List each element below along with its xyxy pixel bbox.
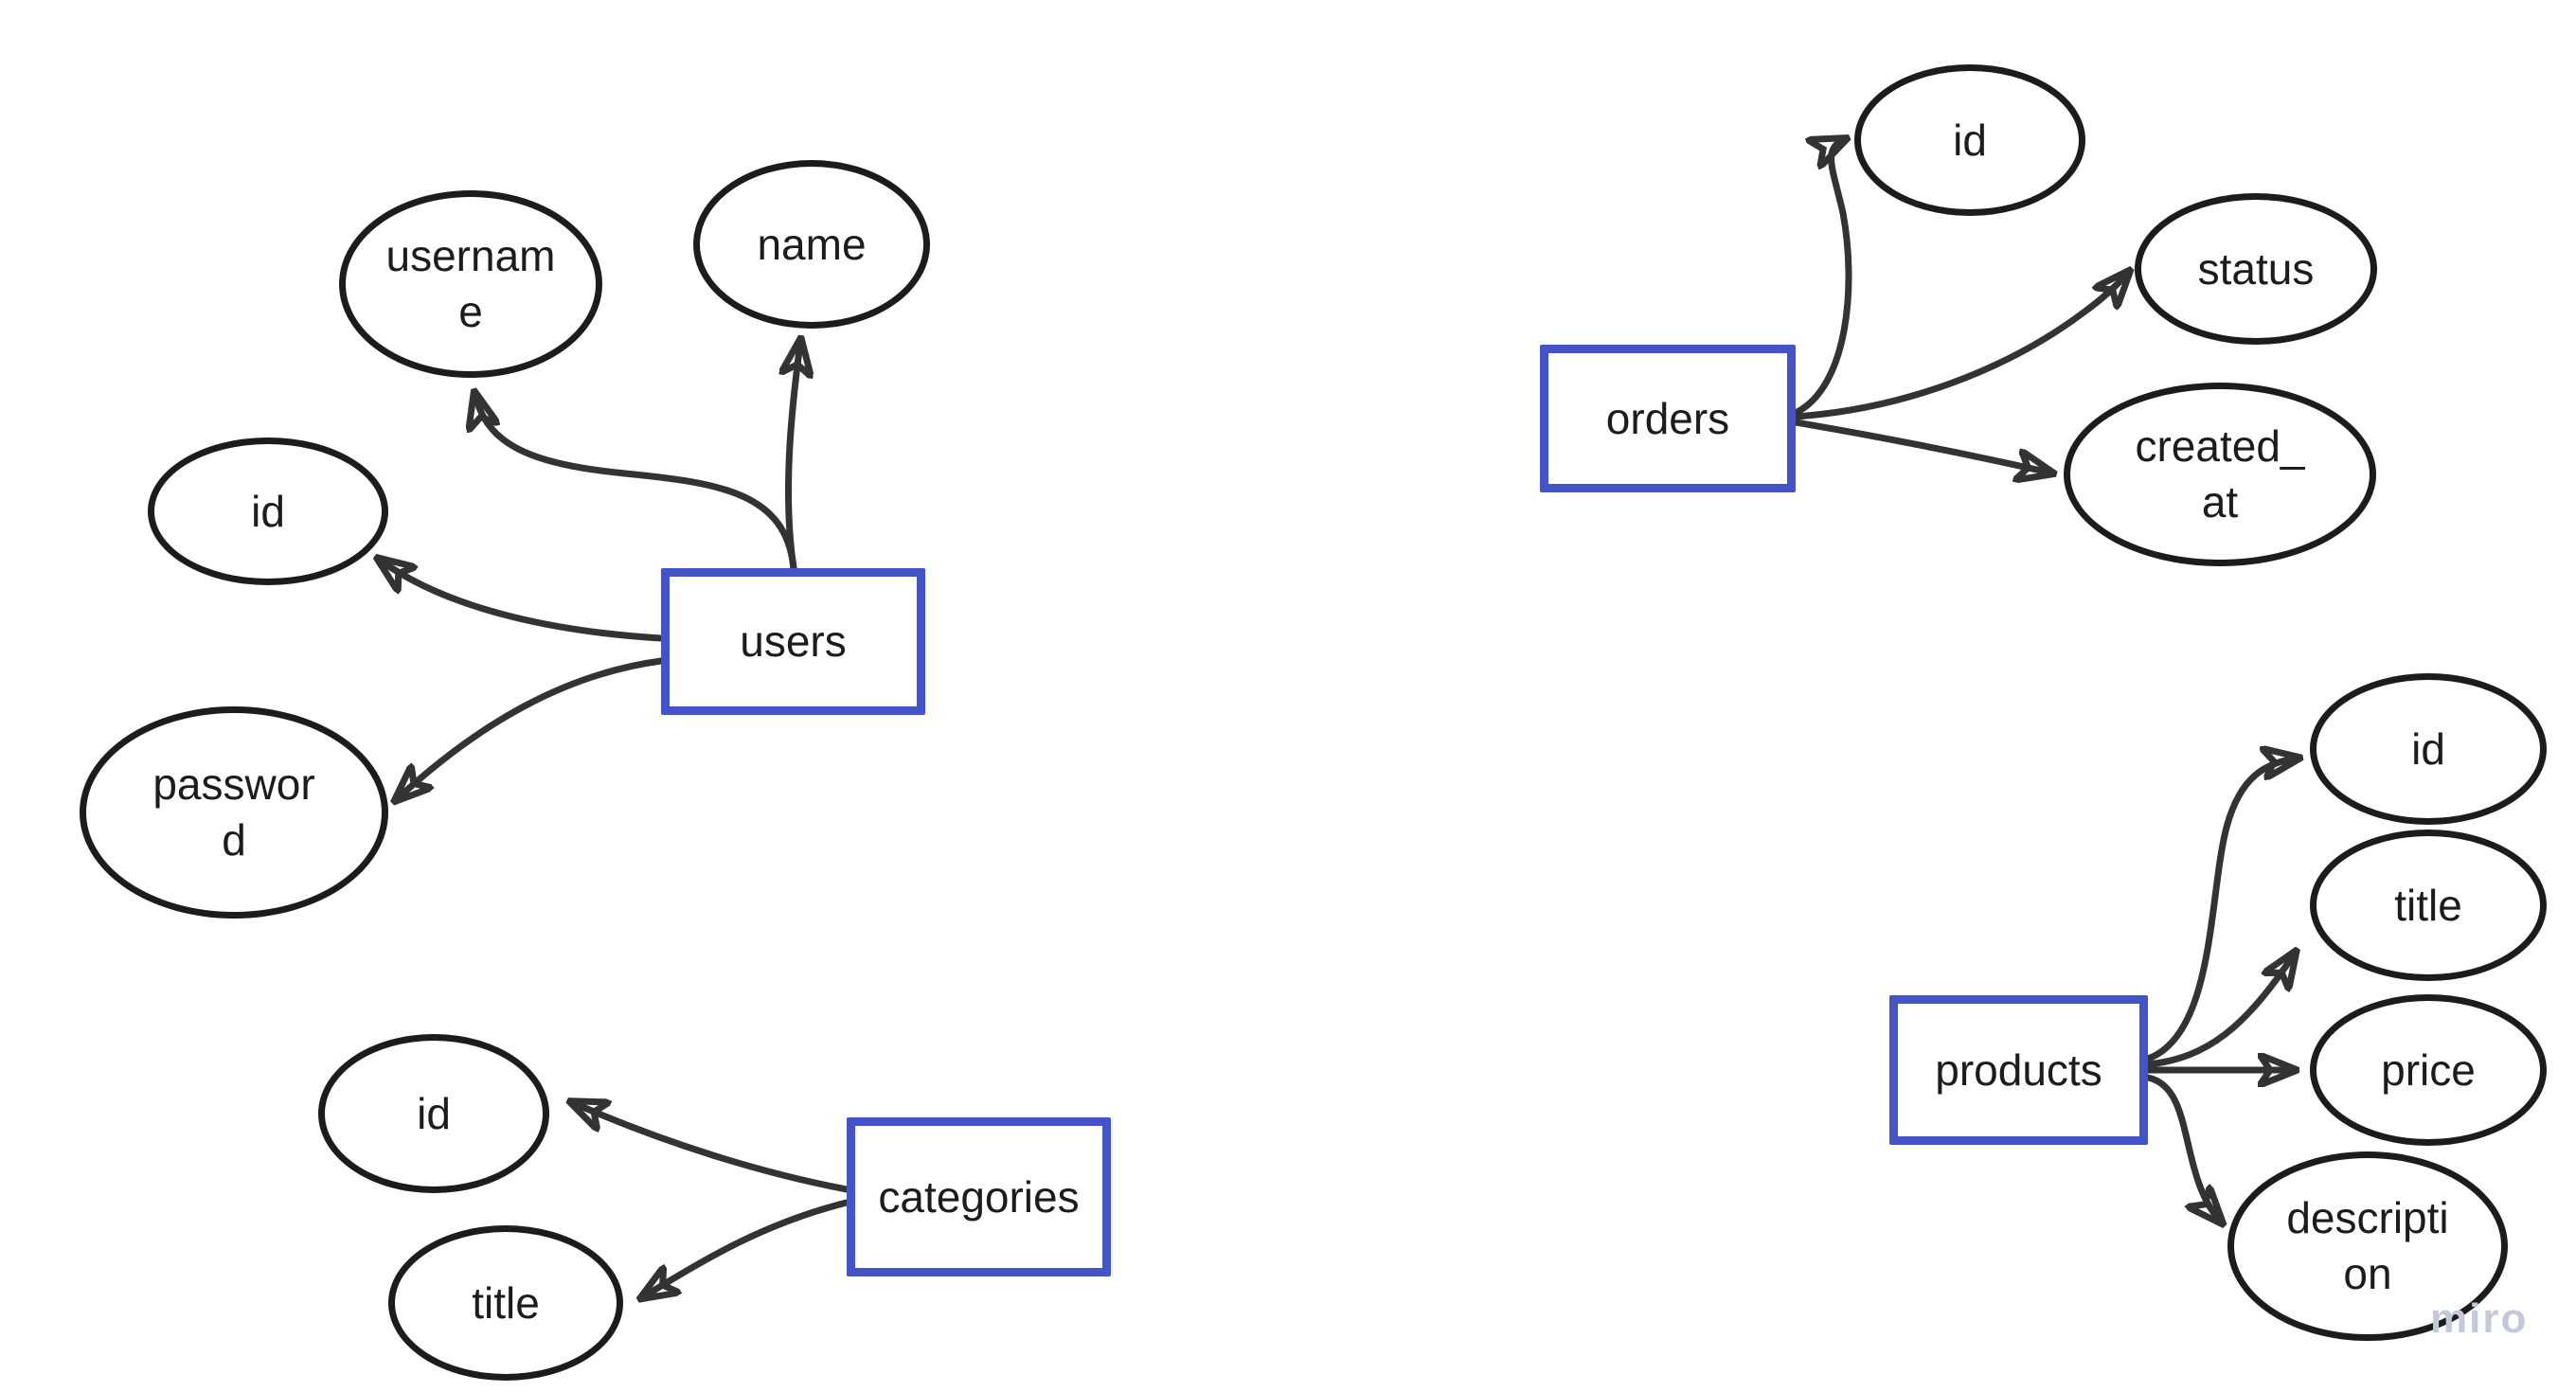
- entity-categories[interactable]: categories: [847, 1117, 1111, 1276]
- miro-watermark: miro: [2430, 1295, 2529, 1342]
- attribute-label: password: [152, 759, 315, 865]
- connector-categories-title[interactable]: [644, 1199, 850, 1296]
- connector-products-id[interactable]: [2144, 758, 2296, 1062]
- attribute-label: title: [2394, 880, 2462, 930]
- attribute-label: id: [1953, 115, 1987, 165]
- attribute-label: price: [2381, 1044, 2476, 1095]
- entity-orders[interactable]: orders: [1540, 345, 1796, 492]
- connector-products-title[interactable]: [2144, 955, 2294, 1068]
- entity-users[interactable]: users: [661, 568, 925, 715]
- attribute-categories-id[interactable]: id: [318, 1034, 549, 1193]
- connector-orders-created-at[interactable]: [1792, 419, 2049, 473]
- attribute-label: created_at: [2135, 421, 2305, 526]
- attribute-orders-status[interactable]: status: [2135, 193, 2377, 345]
- attribute-label: id: [2411, 723, 2445, 774]
- attribute-users-name[interactable]: name: [693, 160, 930, 329]
- entity-products[interactable]: products: [1889, 995, 2148, 1145]
- attribute-label: id: [251, 486, 285, 536]
- entity-label: users: [740, 616, 847, 667]
- entity-label: products: [1935, 1044, 2102, 1095]
- connector-products-description[interactable]: [2144, 1074, 2220, 1221]
- connector-users-name[interactable]: [788, 343, 800, 572]
- attribute-categories-title[interactable]: title: [388, 1225, 623, 1381]
- connector-users-username[interactable]: [475, 396, 797, 572]
- connector-orders-status[interactable]: [1792, 274, 2127, 420]
- attribute-products-description[interactable]: description: [2227, 1151, 2508, 1341]
- entity-label: orders: [1605, 393, 1730, 443]
- connector-orders-id[interactable]: [1792, 140, 1849, 417]
- connector-categories-id[interactable]: [574, 1103, 850, 1193]
- attribute-label: title: [472, 1277, 540, 1328]
- attribute-orders-created-at[interactable]: created_at: [2064, 383, 2376, 566]
- attribute-users-password[interactable]: password: [80, 706, 388, 919]
- entity-label: categories: [878, 1171, 1080, 1222]
- attribute-users-id[interactable]: id: [148, 437, 388, 585]
- attribute-label: status: [2197, 243, 2315, 294]
- connector-users-password[interactable]: [398, 657, 665, 798]
- attribute-products-title[interactable]: title: [2310, 830, 2547, 981]
- attribute-label: id: [417, 1088, 451, 1138]
- connector-users-id[interactable]: [381, 561, 665, 642]
- attribute-products-price[interactable]: price: [2310, 994, 2547, 1146]
- attribute-label: description: [2286, 1193, 2449, 1298]
- attribute-orders-id[interactable]: id: [1854, 64, 2085, 216]
- attribute-products-id[interactable]: id: [2310, 673, 2547, 825]
- attribute-label: name: [757, 219, 867, 269]
- attribute-users-username[interactable]: username: [339, 190, 602, 378]
- attribute-label: username: [385, 231, 556, 336]
